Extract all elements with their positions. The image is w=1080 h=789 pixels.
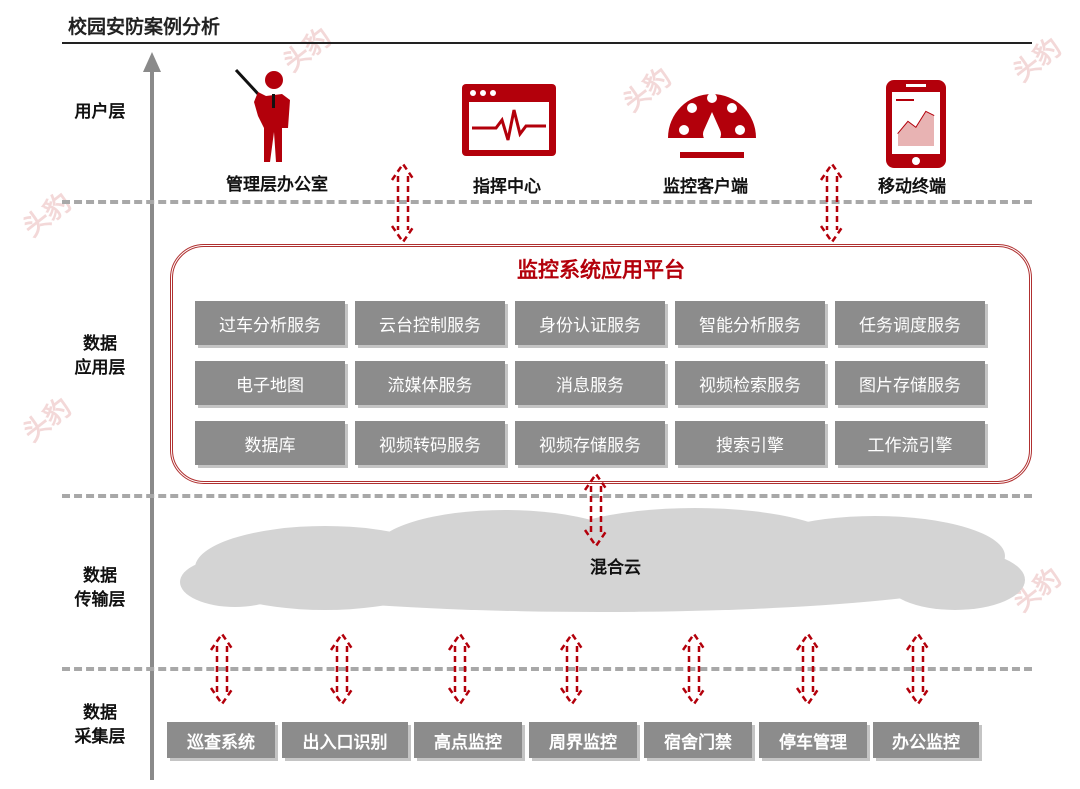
bidirectional-arrow-icon bbox=[583, 471, 609, 549]
layer-divider bbox=[62, 200, 1032, 204]
bidirectional-arrow-icon bbox=[559, 631, 585, 707]
user-icon-label: 指挥中心 bbox=[473, 177, 541, 197]
bidirectional-arrow-icon bbox=[390, 161, 416, 245]
service-box: 消息服务 bbox=[515, 361, 665, 405]
service-box: 数据库 bbox=[195, 421, 345, 465]
bidirectional-arrow-icon bbox=[447, 631, 473, 707]
watermark: 头豹 bbox=[17, 392, 78, 449]
layer-label-user: 用户层 bbox=[50, 100, 150, 124]
service-box: 搜索引擎 bbox=[675, 421, 825, 465]
collector-box: 高点监控 bbox=[414, 722, 522, 758]
monitor-wave-icon bbox=[462, 84, 556, 156]
service-box: 电子地图 bbox=[195, 361, 345, 405]
bidirectional-arrow-icon bbox=[209, 631, 235, 707]
layer-label-application: 数据 应用层 bbox=[50, 332, 150, 380]
layer-label-collection: 数据 采集层 bbox=[50, 701, 150, 749]
service-box: 工作流引擎 bbox=[835, 421, 985, 465]
layer-divider bbox=[62, 667, 1032, 671]
layer-label-transport: 数据 传输层 bbox=[50, 564, 150, 612]
bidirectional-arrow-icon bbox=[681, 631, 707, 707]
layer-divider bbox=[62, 494, 1032, 498]
platform-title: 监控系统应用平台 bbox=[517, 258, 685, 282]
layer-label-line: 数据 bbox=[83, 334, 117, 354]
cloud-label: 混合云 bbox=[590, 558, 641, 578]
layer-label-line: 采集层 bbox=[74, 727, 126, 747]
user-icon-label: 移动终端 bbox=[878, 177, 946, 197]
service-box: 智能分析服务 bbox=[675, 301, 825, 345]
layer-label-line: 用户层 bbox=[74, 102, 126, 122]
bidirectional-arrow-icon bbox=[819, 161, 845, 245]
service-box: 身份认证服务 bbox=[515, 301, 665, 345]
bidirectional-arrow-icon bbox=[329, 631, 355, 707]
layer-label-line: 传输层 bbox=[74, 590, 126, 610]
mobile-icon bbox=[886, 80, 946, 168]
gauge-icon bbox=[668, 93, 756, 158]
service-box: 视频转码服务 bbox=[355, 421, 505, 465]
service-box: 视频检索服务 bbox=[675, 361, 825, 405]
page-title: 校园安防案例分析 bbox=[68, 16, 221, 38]
platform-frame bbox=[170, 244, 1032, 484]
collector-box: 办公监控 bbox=[873, 722, 979, 758]
collector-box: 出入口识别 bbox=[282, 722, 408, 758]
service-box: 任务调度服务 bbox=[835, 301, 985, 345]
user-icon-label: 监控客户端 bbox=[663, 177, 748, 197]
cloud-shape bbox=[180, 508, 1025, 612]
layer-label-line: 数据 bbox=[83, 566, 117, 586]
layer-label-line: 数据 bbox=[83, 703, 117, 723]
collector-box: 巡查系统 bbox=[167, 722, 275, 758]
vertical-axis-arrow bbox=[143, 52, 161, 780]
presenter-icon bbox=[234, 68, 290, 162]
collector-box: 宿舍门禁 bbox=[644, 722, 752, 758]
collector-box: 周界监控 bbox=[529, 722, 637, 758]
layer-label-line: 应用层 bbox=[74, 358, 126, 378]
service-box: 图片存储服务 bbox=[835, 361, 985, 405]
title-underline bbox=[62, 42, 1032, 44]
service-box: 过车分析服务 bbox=[195, 301, 345, 345]
bidirectional-arrow-icon bbox=[795, 631, 821, 707]
bidirectional-arrow-icon bbox=[905, 631, 931, 707]
user-icon-label: 管理层办公室 bbox=[226, 175, 328, 195]
service-box: 流媒体服务 bbox=[355, 361, 505, 405]
watermark: 头豹 bbox=[1007, 32, 1068, 89]
collector-box: 停车管理 bbox=[759, 722, 867, 758]
service-box: 云台控制服务 bbox=[355, 301, 505, 345]
watermark: 头豹 bbox=[17, 187, 78, 244]
service-box: 视频存储服务 bbox=[515, 421, 665, 465]
